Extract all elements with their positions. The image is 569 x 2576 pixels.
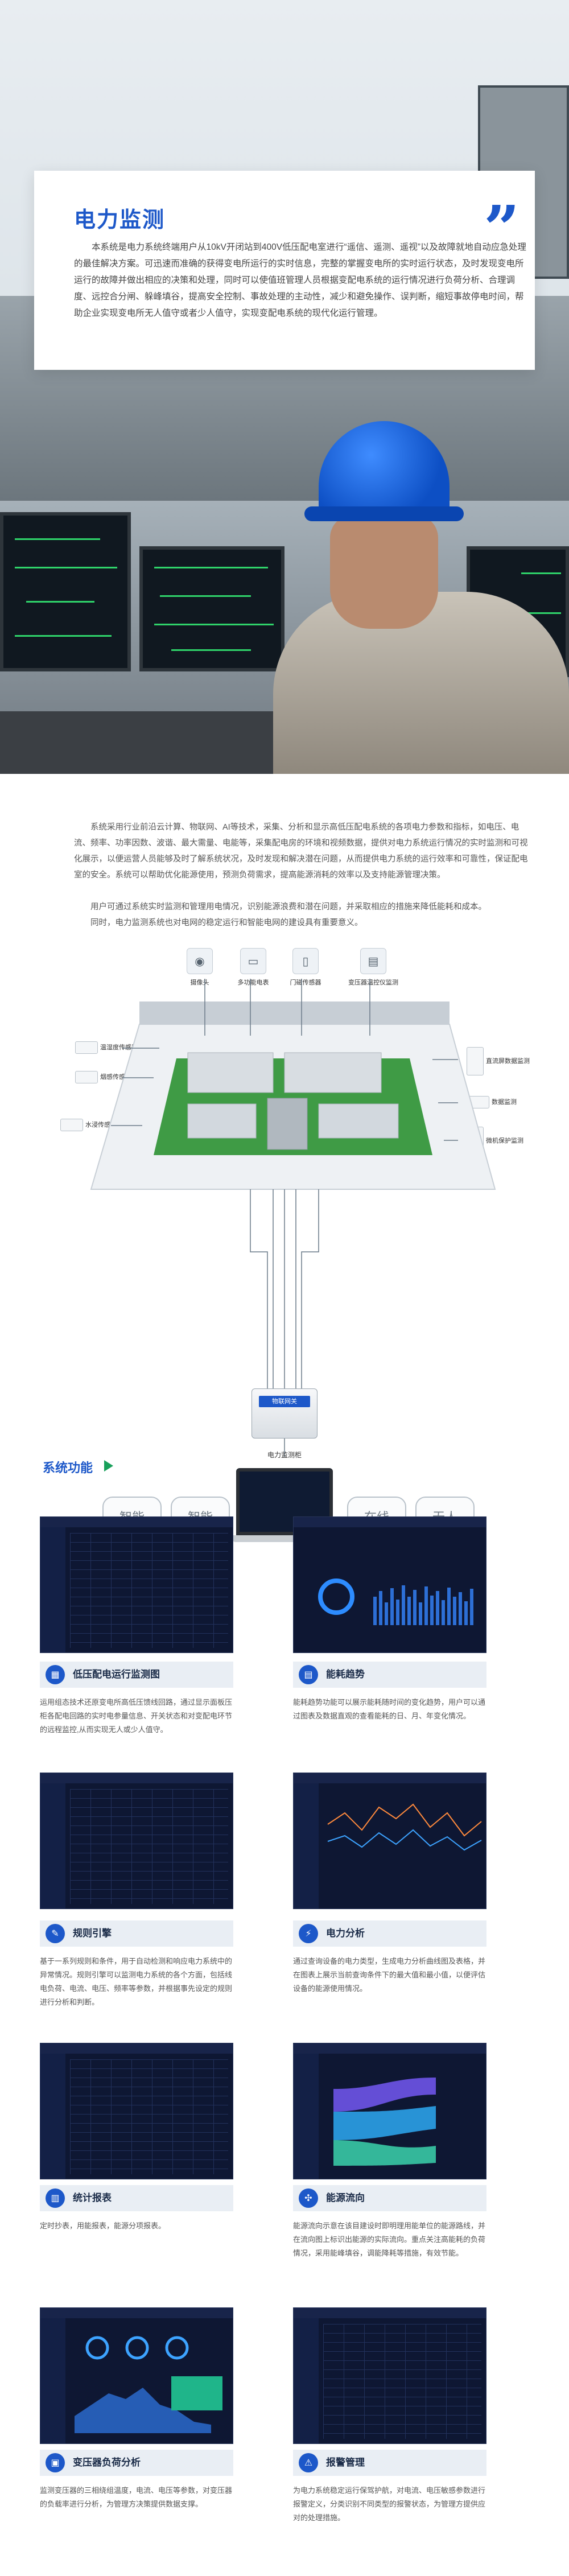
helmet-icon (319, 421, 450, 518)
feature-title: 能源流向 (326, 2192, 365, 2203)
power-icon: ⚡ (299, 1924, 318, 1943)
feature-header: ▦ 低压配电运行监测图 (40, 1662, 233, 1688)
transformer-cabinet (318, 1103, 399, 1139)
door-sensor-device: ▯ 门磁传感器 (283, 948, 328, 987)
humidity-sensor: 温湿度传感器 (75, 1041, 138, 1054)
sensor-chip-icon (75, 1041, 98, 1054)
transformer-cabinet (187, 1103, 257, 1139)
switchgear-cabinet (187, 1052, 274, 1093)
monitor-icon: ▦ (46, 1665, 65, 1684)
rule-icon: ✎ (46, 1924, 65, 1943)
monitor-screen (139, 546, 284, 671)
switchgear-cabinet (284, 1052, 382, 1093)
camera-icon: ◉ (187, 948, 213, 974)
feature-description: 通过查询设备的电力类型，生成电力分析曲线图及表格，并在图表上展示当前查询条件下的… (293, 1957, 486, 1993)
room-wall (139, 1001, 450, 1024)
alarm-icon: ⚠ (299, 2453, 318, 2472)
feature-description: 能耗趋势功能可以展示能耗随时间的变化趋势，用户可以通过图表及数据直观的查看能耗的… (293, 1698, 486, 1720)
flow-icon: ✣ (299, 2188, 318, 2208)
feature-title: 能耗趋势 (326, 1669, 365, 1680)
hero-banner: 电力监测 ” 本系统是电力系统终端用户从10kV开闭站到400V低压配电室进行“… (0, 0, 569, 774)
feature-description: 运用组态技术还原变电所高低压馈线回路，通过显示面板压柜各配电回路的实时电参量信息… (40, 1698, 233, 1734)
page-title: 电力监测 (74, 208, 166, 232)
report-icon: ▥ (46, 2188, 65, 2208)
iot-gateway: 物联网关 (251, 1388, 318, 1439)
screenshot-energy-trend (293, 1516, 486, 1653)
gateway-label: 物联网关 (259, 1396, 310, 1407)
intro-text: 本系统是电力系统终端用户从10kV开闭站到400V低压配电室进行“遥信、遥测、遥… (74, 242, 526, 318)
screenshot-rule-engine (40, 1773, 233, 1909)
camera-device: ◉ 摄像头 (180, 948, 220, 987)
feature-title: 规则引擎 (73, 1928, 112, 1939)
overview-paragraph: 同时，电力监测系统也对电网的稳定运行和智能电网的建设具有重要意义。 (90, 918, 363, 928)
system-diagram (90, 979, 496, 1457)
overview-paragraph: 系统采用行业前沿云计算、物联网、AI等技术，采集、分析和显示高低压配电系统的各项… (74, 823, 528, 880)
smoke-sensor-icon (75, 1071, 98, 1083)
feature-header: ✎ 规则引擎 (40, 1920, 233, 1947)
transformer-temp-device: ▤ 变压器温控仪监测 (339, 948, 407, 987)
monitor-screen (0, 512, 131, 671)
feature-title: 报警管理 (326, 2457, 365, 2468)
worker-head (330, 515, 438, 629)
trend-icon: ▤ (299, 1665, 318, 1684)
meter-icon: ▭ (240, 948, 266, 974)
feature-title: 统计报表 (73, 2192, 112, 2203)
screenshot-energy-flow (293, 2043, 486, 2179)
feature-header: ▣ 变压器负荷分析 (40, 2450, 233, 2476)
smoke-sensor: 烟感传感器 (75, 1071, 131, 1083)
overview-paragraph: 用户可通过系统实时监测和管理用电情况，识别能源浪费和潜在问题，并采取相应的措施来… (90, 902, 486, 912)
water-sensor-icon (60, 1119, 83, 1131)
play-arrow-icon (104, 1460, 113, 1472)
screenshot-statistics-report (40, 2043, 233, 2179)
feature-description: 为电力系统稳定运行保驾护航，对电流、电压敏感参数进行报警定义，分类识别不同类型的… (293, 2486, 486, 2522)
dc-panel-icon (467, 1047, 484, 1075)
feature-title: 变压器负荷分析 (73, 2457, 141, 2468)
meter-device: ▭ 多功能电表 (230, 948, 276, 987)
quote-icon: ” (484, 192, 520, 265)
transformer-icon: ▣ (46, 2453, 65, 2472)
temp-controller-icon: ▤ (360, 948, 386, 974)
feature-description: 定时抄表，用能报表，能源分项报表。 (40, 2221, 166, 2230)
feature-header: ⚠ 报警管理 (293, 2450, 486, 2476)
feature-description: 监测变压器的三相绕组温度，电流、电压等参数，对变压器的负载率进行分析，为管理方决… (40, 2486, 233, 2508)
intro-card (34, 171, 535, 370)
screenshot-distribution-monitoring (40, 1516, 233, 1653)
feature-header: ▤ 能耗趋势 (293, 1662, 486, 1688)
feature-description: 基于一系列规则和条件，用于自动检测和响应电力系统中的异常情况。规则引擎可以监测电… (40, 1957, 233, 2006)
cabinet-block (267, 1098, 308, 1150)
screenshot-alarm-management (293, 2307, 486, 2444)
door-sensor-icon: ▯ (292, 948, 319, 974)
worker-body (273, 592, 569, 774)
helmet-brim (304, 506, 464, 521)
feature-header: ⚡ 电力分析 (293, 1920, 486, 1947)
screenshot-transformer-load (40, 2307, 233, 2444)
section-title: 系统功能 (43, 1461, 93, 1475)
feature-header: ▥ 统计报表 (40, 2185, 233, 2211)
dc-panel-device: 直流屏数据监测 (467, 1047, 530, 1075)
feature-header: ✣ 能源流向 (293, 2185, 486, 2211)
screenshot-power-analysis (293, 1773, 486, 1909)
feature-description: 能源流向示意在该目建设时即明理用能单位的能源路线，并在流向图上标识出能源的实际流… (293, 2221, 486, 2257)
gateway-caption: 电力监测柜 (267, 1451, 302, 1459)
cable-lines (111, 979, 458, 1457)
feature-title: 电力分析 (326, 1928, 365, 1939)
feature-title: 低压配电运行监测图 (73, 1669, 160, 1680)
